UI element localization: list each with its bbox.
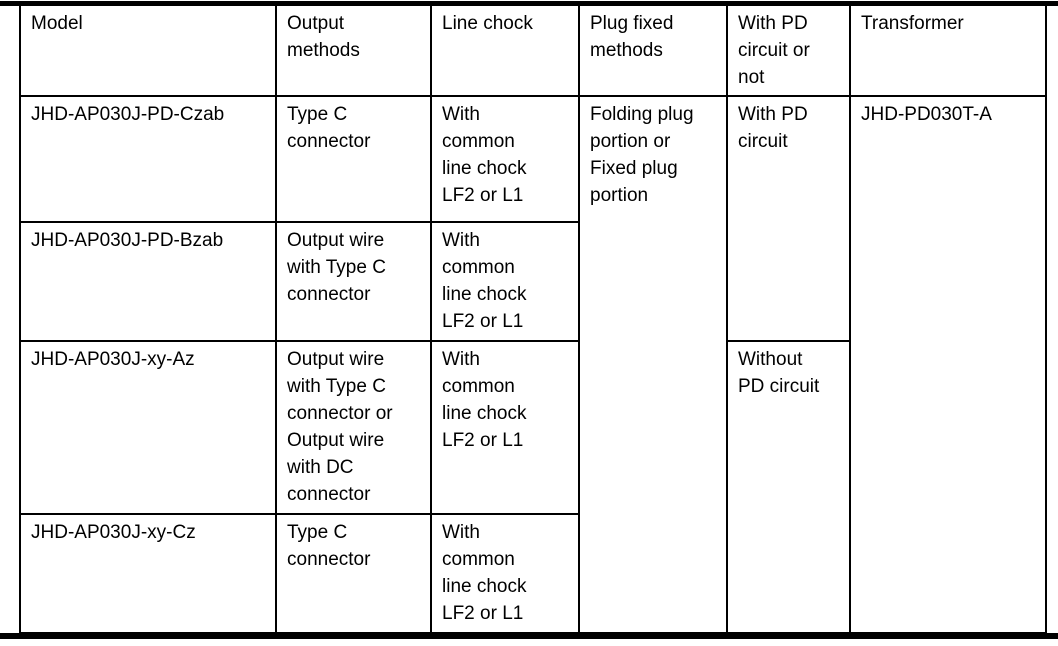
- col-header-output-methods: Output methods: [275, 6, 432, 97]
- cell-model-xy-az: JHD-AP030J-xy-Az: [19, 340, 277, 515]
- table-row: JHD-AP030J-xy-Az Output wire with Type C…: [19, 340, 1046, 634]
- cell-output-bzab: Output wire with Type C connector: [275, 221, 432, 342]
- cell-output-xy-az: Output wire with Type C connector or Out…: [275, 340, 432, 515]
- table-row: JHD-AP030J-PD-Bzab Output wire with Type…: [19, 221, 1046, 342]
- col-header-pd-circuit: With PD circuit or not: [726, 6, 851, 97]
- col-header-transformer: Transformer: [849, 6, 1047, 97]
- cell-model-czab: JHD-AP030J-PD-Czab: [19, 95, 277, 223]
- table-row: JHD-AP030J-xy-Cz Type C connector With c…: [19, 513, 1046, 634]
- col-header-model: Model: [19, 6, 277, 97]
- cell-model-xy-cz: JHD-AP030J-xy-Cz: [19, 513, 277, 634]
- col-header-plug-fixed-methods: Plug fixed methods: [578, 6, 728, 97]
- top-rule: [0, 1, 1058, 6]
- product-spec-table: Model Output methods Line chock Plug fix…: [19, 6, 1047, 634]
- cell-chock-czab: With common line chock LF2 or L1: [430, 95, 580, 223]
- cell-output-xy-cz: Type C connector: [275, 513, 432, 634]
- col-header-line-chock: Line chock: [430, 6, 580, 97]
- cell-chock-bzab: With common line chock LF2 or L1: [430, 221, 580, 342]
- cell-with-pd-circuit: With PD circuit: [726, 95, 851, 342]
- header-row: Model Output methods Line chock Plug fix…: [19, 6, 1047, 97]
- cell-without-pd-circuit: Without PD circuit: [726, 340, 851, 634]
- cell-output-czab: Type C connector: [275, 95, 432, 223]
- cell-chock-xy-cz: With common line chock LF2 or L1: [430, 513, 580, 634]
- bottom-rule: [0, 633, 1058, 639]
- cell-plug-fixed-methods: Folding plug portion or Fixed plug porti…: [578, 95, 728, 634]
- cell-model-bzab: JHD-AP030J-PD-Bzab: [19, 221, 277, 342]
- cell-chock-xy-az: With common line chock LF2 or L1: [430, 340, 580, 515]
- table-row: JHD-AP030J-PD-Czab Type C connector With…: [19, 95, 1047, 634]
- cell-transformer: JHD-PD030T-A: [849, 95, 1047, 634]
